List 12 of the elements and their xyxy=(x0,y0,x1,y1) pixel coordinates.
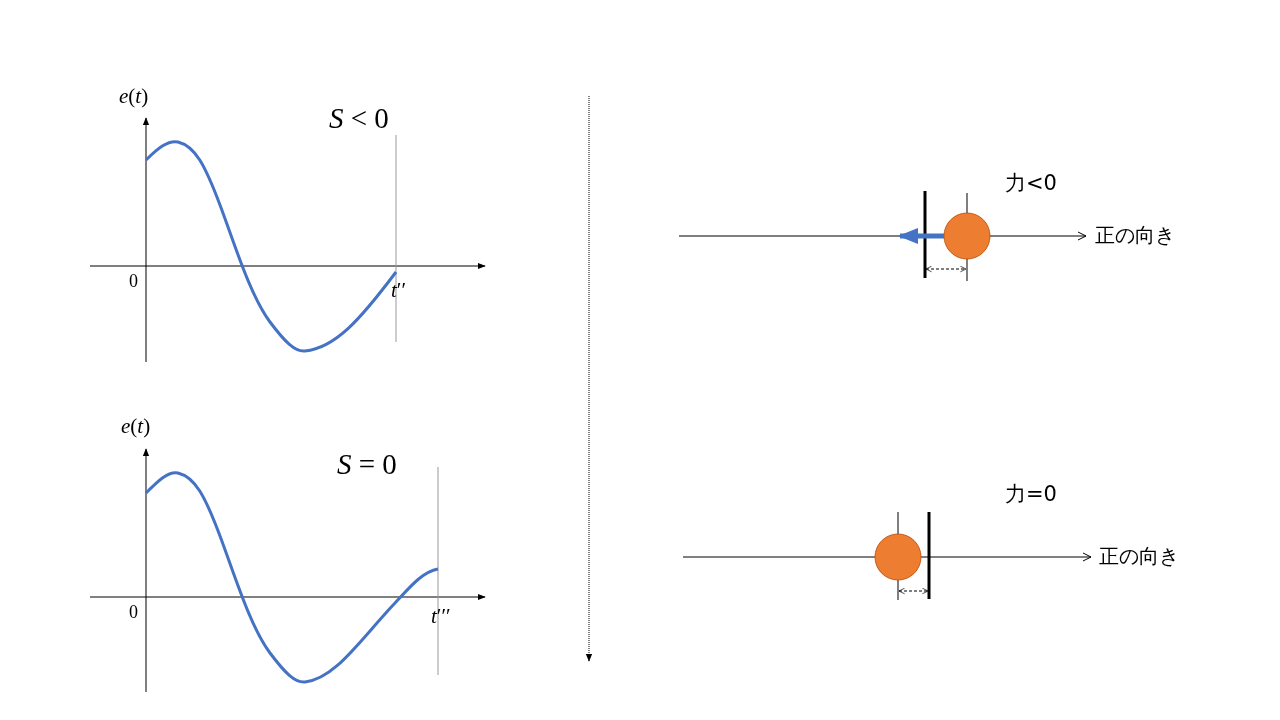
condition-label: S < 0 xyxy=(329,104,389,133)
axis-label: e(t) xyxy=(121,416,151,437)
condition-label: S = 0 xyxy=(337,450,397,479)
force-label: 力=0 xyxy=(1005,484,1057,505)
force-label: 力<0 xyxy=(1005,173,1057,194)
direction-label: 正の向き xyxy=(1095,225,1175,245)
direction-label: 正の向き xyxy=(1099,546,1179,566)
origin-label: 0 xyxy=(129,603,138,621)
origin-label: 0 xyxy=(129,272,138,290)
time-label: t′′ xyxy=(391,280,407,301)
axis-label: e(t) xyxy=(119,86,149,107)
time-label: t′′′ xyxy=(431,606,451,627)
